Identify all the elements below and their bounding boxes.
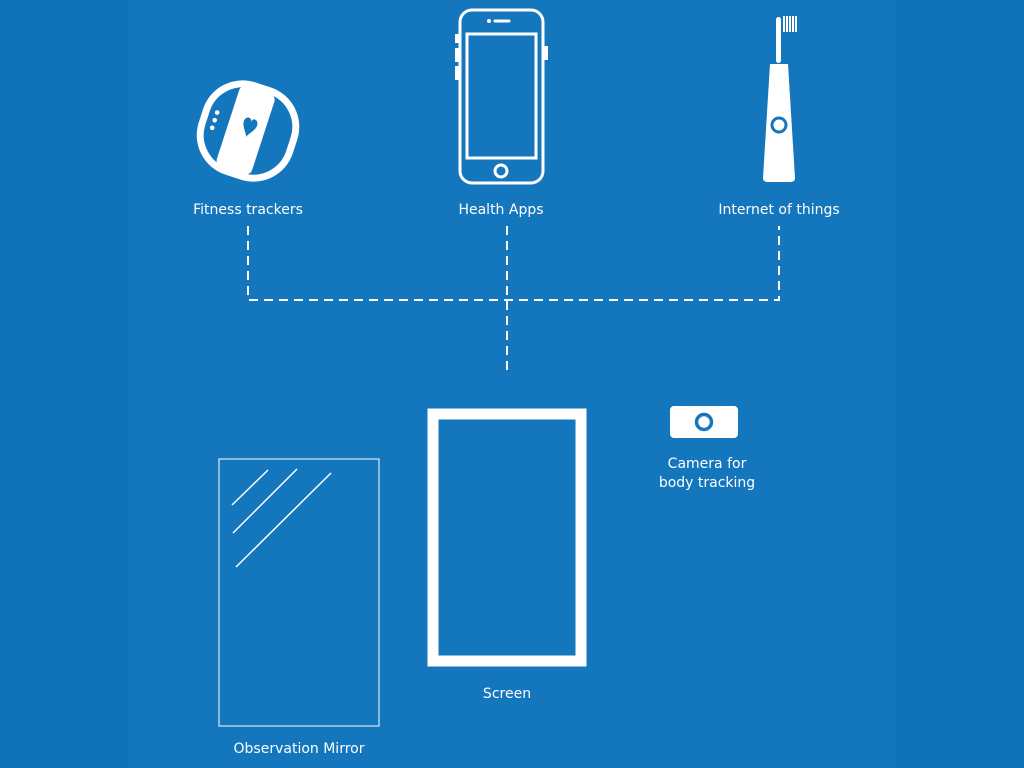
camera-icon xyxy=(670,406,738,438)
dashed-connectors xyxy=(247,226,780,376)
right-background-band xyxy=(896,0,1024,768)
camera-label: Camera for body tracking xyxy=(659,455,755,493)
observation-mirror-label: Observation Mirror xyxy=(233,741,365,757)
electric-toothbrush-icon xyxy=(763,16,797,182)
mirror-frame xyxy=(218,458,380,727)
fitness-tracker-icon xyxy=(196,80,300,182)
smartphone-icon xyxy=(455,8,548,185)
left-background-band xyxy=(0,0,128,768)
screen-label: Screen xyxy=(482,686,532,702)
internet-of-things-label: Internet of things xyxy=(718,202,840,218)
screen-frame xyxy=(427,408,587,667)
connector-horizontal xyxy=(247,226,780,301)
camera-label-line-2: body tracking xyxy=(658,475,756,491)
health-apps-label: Health Apps xyxy=(458,202,544,218)
fitness-trackers-label: Fitness trackers xyxy=(193,202,303,218)
camera-label-line-1: Camera for xyxy=(667,456,747,472)
